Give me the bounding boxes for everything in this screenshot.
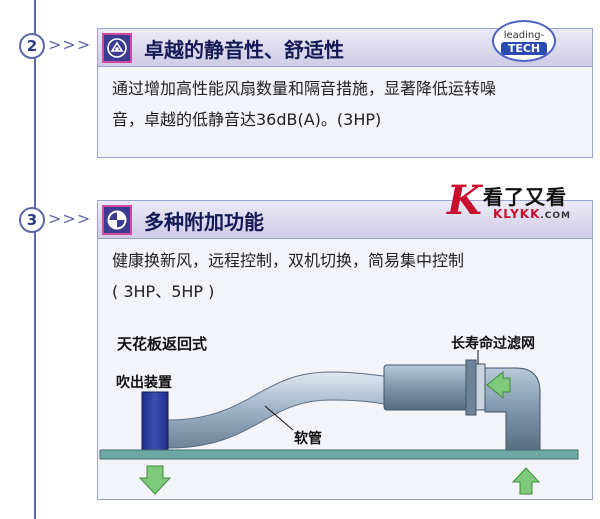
step-number-3: 3 [19, 207, 45, 233]
logo-mark: K [447, 177, 482, 224]
ceiling-plate [99, 449, 579, 460]
badge-text: TECH [501, 42, 547, 55]
air-outlet-block [141, 391, 169, 451]
section-body: 健康换新风，远程控制，双机切换，简易集中控制 ( 3HP、5HP ) [98, 239, 592, 313]
body-line: 音，卓越的低静音达36dB(A)。(3HP) [112, 110, 382, 129]
section-body: 通过增加高性能风扇数量和隔音措施，显著降低运转噪 音，卓越的低静音达36dB(A… [98, 67, 592, 141]
site-logo: K 看了又看 KLYKK.COM [443, 177, 591, 227]
filter [475, 363, 486, 411]
timeline-line [34, 0, 36, 519]
body-line: ( 3HP、5HP ) [112, 282, 215, 301]
hose-label: 软管 [294, 431, 322, 447]
arrow-left-icon [486, 370, 511, 400]
arrow-down-icon [138, 465, 172, 495]
leading-tech-badge: leading- TECH [492, 20, 556, 62]
logo-domain: KLYKK.COM [493, 207, 572, 221]
step-arrows-3: >>> [48, 209, 92, 228]
logo-chinese: 看了又看 [483, 185, 567, 209]
filter-label: 长寿命过滤网 [451, 336, 535, 352]
body-line: 健康换新风，远程控制，双机切换，简易集中控制 [112, 251, 465, 270]
sparkle-icon [102, 33, 132, 63]
badge-text: leading- [503, 30, 545, 41]
step-arrows-2: >>> [48, 35, 92, 54]
section-title: 卓越的静音性、舒适性 [144, 38, 344, 62]
outlet-label: 吹出装置 [116, 375, 172, 391]
body-line: 通过增加高性能风扇数量和隔音措施，显著降低运转噪 [112, 79, 497, 98]
indoor-unit [383, 364, 475, 411]
step-number-2: 2 [19, 33, 45, 59]
ring-icon [102, 205, 132, 235]
diagram-title: 天花板返回式 [117, 335, 208, 353]
section-title: 多种附加功能 [144, 210, 264, 234]
arrow-up-icon [511, 467, 541, 495]
card-header: 多种附加功能 [98, 201, 592, 239]
flexible-hose [167, 371, 385, 449]
